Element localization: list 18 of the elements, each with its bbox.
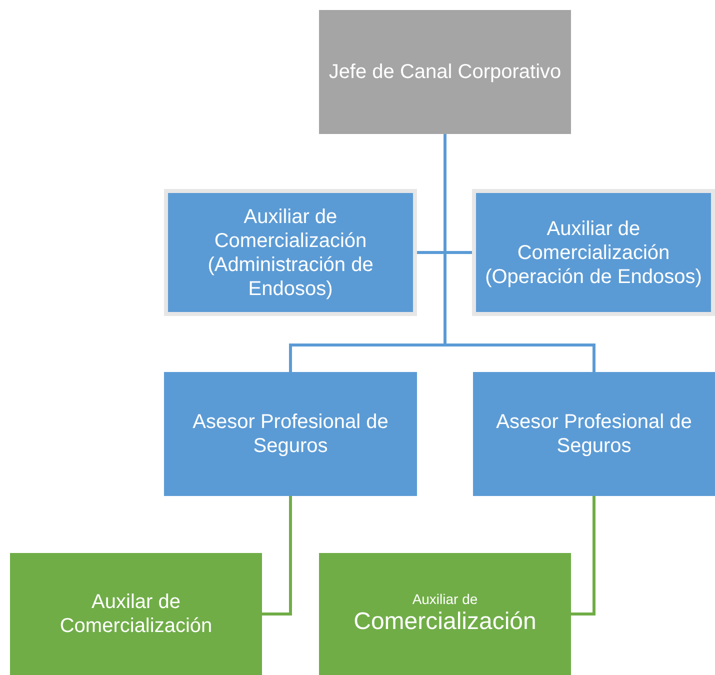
org-box [164,189,417,316]
org-box [10,553,262,675]
org-box [473,372,715,496]
role-title: Jefe de Canal Corporativo [328,60,562,84]
connector-line [262,496,292,616]
role-title: Auxiliar de Comercialización (Administración de Endosos) [206,204,374,300]
org-box [319,553,571,675]
org-box [319,10,571,134]
org-box [472,189,715,316]
role-title: Comercialización [354,608,536,637]
role-title: Auxiliar de [412,591,478,608]
role-title: Asesor Profesional de Seguros [192,410,390,458]
role-title: Auxiliar de Comercialización (Operación de Endosos) [484,216,703,288]
org-box [164,372,417,496]
connector-line [571,496,596,616]
role-title: Auxilar de Comercialización [58,590,214,638]
connector-line [444,134,596,372]
role-title: Asesor Profesional de Seguros [495,410,693,458]
